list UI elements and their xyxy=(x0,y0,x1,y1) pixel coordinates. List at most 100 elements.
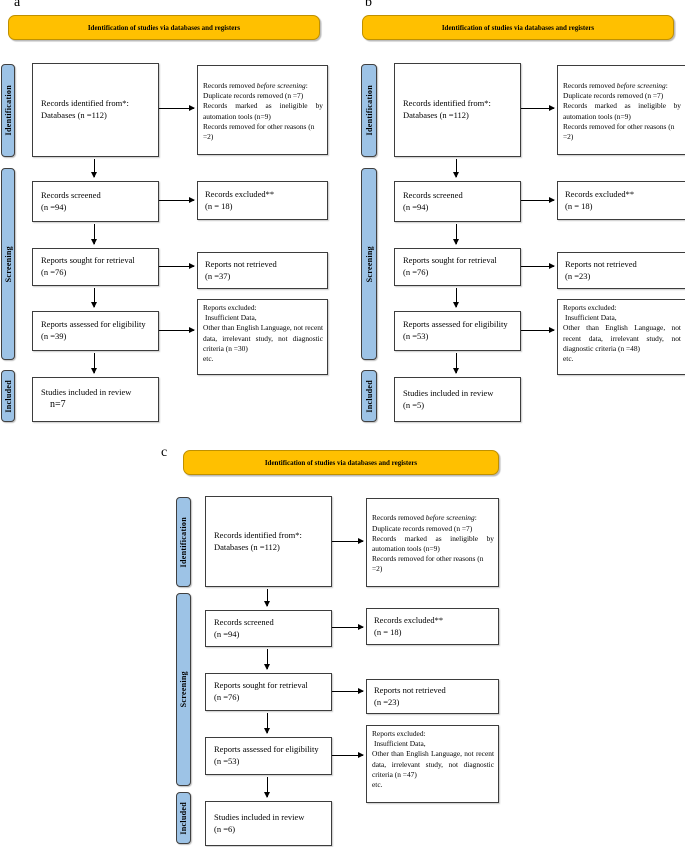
records-identified-box: Records identified from*: Databases (n =… xyxy=(205,496,332,587)
box-line: n=7 xyxy=(50,399,66,411)
prisma-panel-c: c Identification of studies via database… xyxy=(161,444,513,847)
arrow-right-3 xyxy=(521,262,555,269)
reports-assessed-box: Reports assessed for eligibility (n =53) xyxy=(394,311,521,351)
arrow-down-3 xyxy=(264,713,270,734)
reports-assessed-box: Reports assessed for eligibility (n =53) xyxy=(205,737,332,775)
box-line-text: : xyxy=(305,80,308,90)
stage-label-text: Screening xyxy=(3,245,13,283)
arrow-down-2 xyxy=(264,649,270,670)
panel-header: Identification of studies via databases … xyxy=(8,15,320,40)
box-line: Insufficient Data, xyxy=(565,313,617,323)
reports-sought-box: Reports sought for retrieval (n =76) xyxy=(205,673,332,711)
box-line: Records marked as ineligible by automati… xyxy=(372,533,494,553)
records-removed-box: Records removed before screening: Duplic… xyxy=(557,65,685,155)
box-line-italic: before screening xyxy=(425,513,475,523)
box-line-text: Records removed xyxy=(203,80,257,90)
box-line: Records removed for other reasons (n =2) xyxy=(203,121,315,141)
box-line: Reports assessed for eligibility xyxy=(41,319,146,330)
box-line: Records marked as ineligible by automati… xyxy=(203,101,323,121)
box-line: (n = 18) xyxy=(565,200,593,211)
stage-label-text: Included xyxy=(179,801,188,835)
box-line: Records excluded** xyxy=(205,188,275,199)
box-line: (n =76) xyxy=(214,692,240,702)
box-line: Reports sought for retrieval xyxy=(403,255,497,266)
stage-label-identification: Identification xyxy=(176,497,191,587)
reports-excluded-box: Reports excluded: Insufficient Data, Oth… xyxy=(557,299,685,375)
arrow-right-2 xyxy=(159,196,195,203)
box-line: Records removed before screening: xyxy=(563,81,681,91)
arrow-down-2 xyxy=(453,224,459,245)
box-line: Insufficient Data, xyxy=(374,739,426,749)
box-line: Records screened xyxy=(403,189,463,200)
arrow-down-1 xyxy=(264,589,270,607)
box-line: Records removed before screening: xyxy=(372,513,494,523)
stage-label-text: Screening xyxy=(179,671,188,708)
box-line: Other than English Language, not recent … xyxy=(203,323,323,353)
box-line: Reports excluded: xyxy=(203,303,257,312)
box-line: etc. xyxy=(563,354,574,364)
panel-header: Identification of studies via databases … xyxy=(183,450,499,475)
box-line: (n =76) xyxy=(403,267,429,277)
box-line: (n =23) xyxy=(374,696,400,707)
arrow-right-2 xyxy=(332,623,364,630)
box-line: Studies included in review xyxy=(403,387,494,398)
arrow-down-2 xyxy=(91,224,97,245)
stage-label-text: Screening xyxy=(364,245,374,283)
box-line: etc. xyxy=(372,780,383,790)
arrow-right-1 xyxy=(332,537,364,544)
arrow-down-1 xyxy=(453,159,459,178)
records-identified-box: Records identified from*: Databases (n =… xyxy=(32,63,159,157)
box-line: Records screened xyxy=(214,616,274,627)
box-line: (n =94) xyxy=(403,201,429,212)
stage-label-text: Identification xyxy=(179,516,188,568)
records-excluded-box: Records excluded** (n = 18) xyxy=(557,181,685,220)
box-line: (n =37) xyxy=(205,270,231,281)
arrow-right-3 xyxy=(332,687,364,694)
box-line-italic: before screening xyxy=(256,80,306,90)
arrow-right-4 xyxy=(332,751,364,758)
box-line-text: Records removed xyxy=(563,80,617,90)
arrow-right-4 xyxy=(521,326,555,333)
box-line: Reports assessed for eligibility xyxy=(214,744,319,755)
box-line: (n =5) xyxy=(403,399,425,410)
box-line: Reports excluded: xyxy=(563,303,617,312)
stage-label-text: Included xyxy=(3,379,13,413)
box-line-text: Records removed xyxy=(372,513,426,523)
box-line: (n =76) xyxy=(41,267,67,277)
panel-label: c xyxy=(161,445,168,460)
reports-sought-box: Reports sought for retrieval (n =76) xyxy=(32,248,159,286)
box-line: Records removed before screening: xyxy=(203,81,323,91)
box-line-text: : xyxy=(665,80,668,90)
arrow-down-1 xyxy=(91,159,97,178)
box-line: Records identified from*: xyxy=(403,98,491,109)
box-line: Duplicate records removed (n =7) xyxy=(372,523,473,533)
stage-label-screening: Screening xyxy=(1,168,15,360)
box-line: Records marked as ineligible by automati… xyxy=(563,101,681,121)
box-line-italic: before screening xyxy=(616,80,666,90)
arrow-right-1 xyxy=(159,104,195,111)
box-line: Records removed for other reasons (n =2) xyxy=(372,554,484,574)
records-screened-box: Records screened (n =94) xyxy=(205,610,332,647)
arrow-down-4 xyxy=(453,353,459,374)
reports-sought-box: Reports sought for retrieval (n =76) xyxy=(394,248,521,286)
arrow-down-3 xyxy=(91,288,97,308)
records-removed-box: Records removed before screening: Duplic… xyxy=(366,498,499,587)
arrow-right-3 xyxy=(159,262,195,269)
box-line: Other than English Language, not recent … xyxy=(563,323,681,353)
box-line: (n =94) xyxy=(214,628,240,639)
box-line: (n =94) xyxy=(41,201,67,212)
prisma-panel-b: b Identification of studies via database… xyxy=(352,0,685,432)
box-line: Studies included in review xyxy=(214,811,305,822)
box-line: Databases (n =112) xyxy=(41,110,107,120)
box-line: Duplicate records removed (n =7) xyxy=(563,91,664,101)
stage-label-text: Included xyxy=(364,379,374,413)
stage-label-included: Included xyxy=(1,370,15,422)
records-identified-box: Records identified from*: Databases (n =… xyxy=(394,63,521,157)
box-line-text: : xyxy=(474,513,477,523)
panel-label: a xyxy=(14,0,21,10)
box-line: (n =23) xyxy=(565,270,591,281)
box-line: Records removed for other reasons (n =2) xyxy=(563,121,675,141)
records-screened-box: Records screened (n =94) xyxy=(394,181,521,222)
box-line: (n = 18) xyxy=(374,626,402,637)
